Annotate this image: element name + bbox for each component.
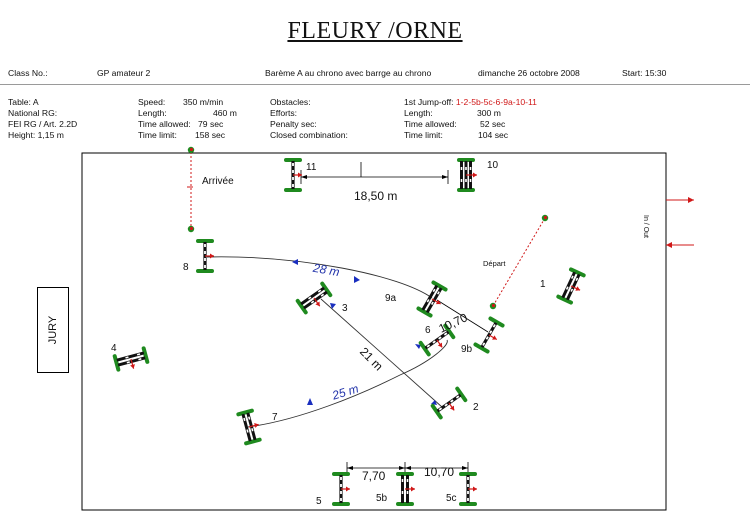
in-out-label: In / Out (641, 215, 649, 238)
distance-5b-5c: 10,70 (424, 465, 455, 479)
label-fence-1: 1 (540, 279, 546, 290)
distance-5-5b: 7,70 (362, 469, 386, 483)
jumpoff-order: 1-2-5b-5c-6-9a-10-11 (455, 97, 537, 107)
label-fence-4: 4 (111, 343, 117, 354)
label-fence-2: 2 (473, 402, 479, 413)
label-fence-8: 8 (183, 262, 189, 273)
fence-10 (457, 158, 477, 192)
label-fence-10: 10 (487, 160, 499, 171)
page-title: FLEURY /ORNE (287, 18, 463, 44)
jury-label: JURY (47, 315, 59, 345)
info-col-2: Speed:Length: Time allowed:Time limit: 3… (138, 97, 237, 140)
fence-9b (473, 316, 506, 354)
info-col-4: 1st Jump-off: 1-2-5b-5c-6-9a-10-11 Lengt… (404, 97, 537, 140)
in-out-arrows (666, 197, 694, 248)
fence-4 (112, 346, 150, 373)
jury-box: JURY (37, 287, 69, 373)
start-time: Start: 15:30 (622, 68, 667, 78)
start-label: Départ (483, 259, 506, 268)
fence-3 (295, 281, 334, 316)
fence-7 (236, 408, 263, 446)
fence-5b (396, 472, 415, 506)
distance-arrowheads (301, 175, 468, 470)
track (206, 256, 448, 428)
class-name: GP amateur 2 (97, 68, 151, 78)
event-date: dimanche 26 octobre 2008 (478, 68, 580, 78)
start-line (489, 214, 549, 310)
label-fence-6: 6 (425, 325, 431, 336)
fence-8 (196, 239, 214, 273)
label-fence-11: 11 (306, 162, 317, 173)
class-no-label: Class No.: (8, 68, 48, 78)
fence-1 (556, 267, 588, 306)
divider (0, 84, 750, 85)
label-fence-5b: 5b (376, 493, 388, 504)
label-fence-5: 5 (316, 496, 322, 507)
arena-border (81, 152, 667, 511)
label-fence-9a: 9a (385, 293, 397, 304)
distance-10-11: 18,50 m (354, 189, 398, 203)
label-fence-7: 7 (272, 412, 278, 423)
bareme: Barème A au chrono avec barrge au chrono (265, 68, 432, 78)
track-arrows (292, 259, 437, 405)
label-fence-9b: 9b (461, 344, 473, 355)
info-col-3: Obstacles:Efforts: Penalty sec:Closed co… (270, 97, 348, 140)
distance-lines (300, 162, 489, 474)
fence-9a (416, 280, 449, 319)
finish-line (187, 146, 195, 233)
label-fence-3: 3 (342, 303, 348, 314)
fence-11 (284, 158, 302, 192)
fence-5c (459, 472, 477, 506)
finish-label: Arrivée (202, 176, 234, 187)
fence-5 (332, 472, 350, 506)
label-fence-5c: 5c (446, 493, 457, 504)
